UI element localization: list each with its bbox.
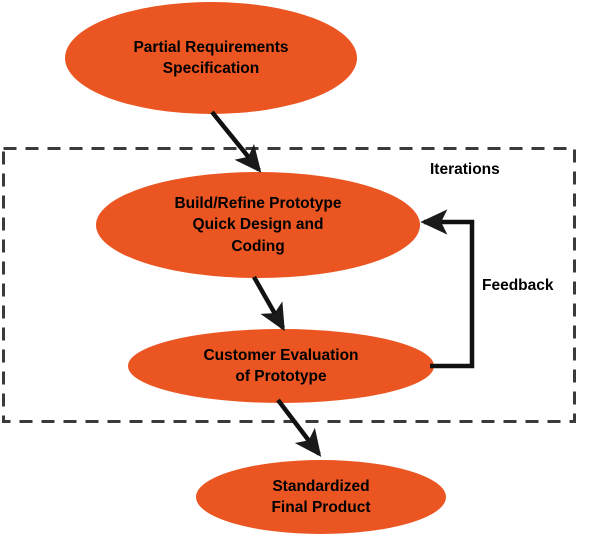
connector-feedback-loop (420, 209, 475, 369)
connector-build-to-evaluation (252, 275, 285, 332)
iterations-group-box (2, 147, 576, 423)
node-partial-requirements-specification[interactable] (65, 2, 357, 114)
node-build-refine-prototype[interactable] (96, 172, 420, 278)
feedback-label: Feedback (482, 277, 554, 294)
node-standardized-final-product[interactable] (196, 460, 446, 534)
connector-requirements-to-build (210, 110, 262, 173)
node-customer-evaluation-of-prototype[interactable] (128, 329, 434, 403)
iterations-label: Iterations (430, 161, 500, 178)
connector-evaluation-to-final-product (276, 398, 322, 457)
